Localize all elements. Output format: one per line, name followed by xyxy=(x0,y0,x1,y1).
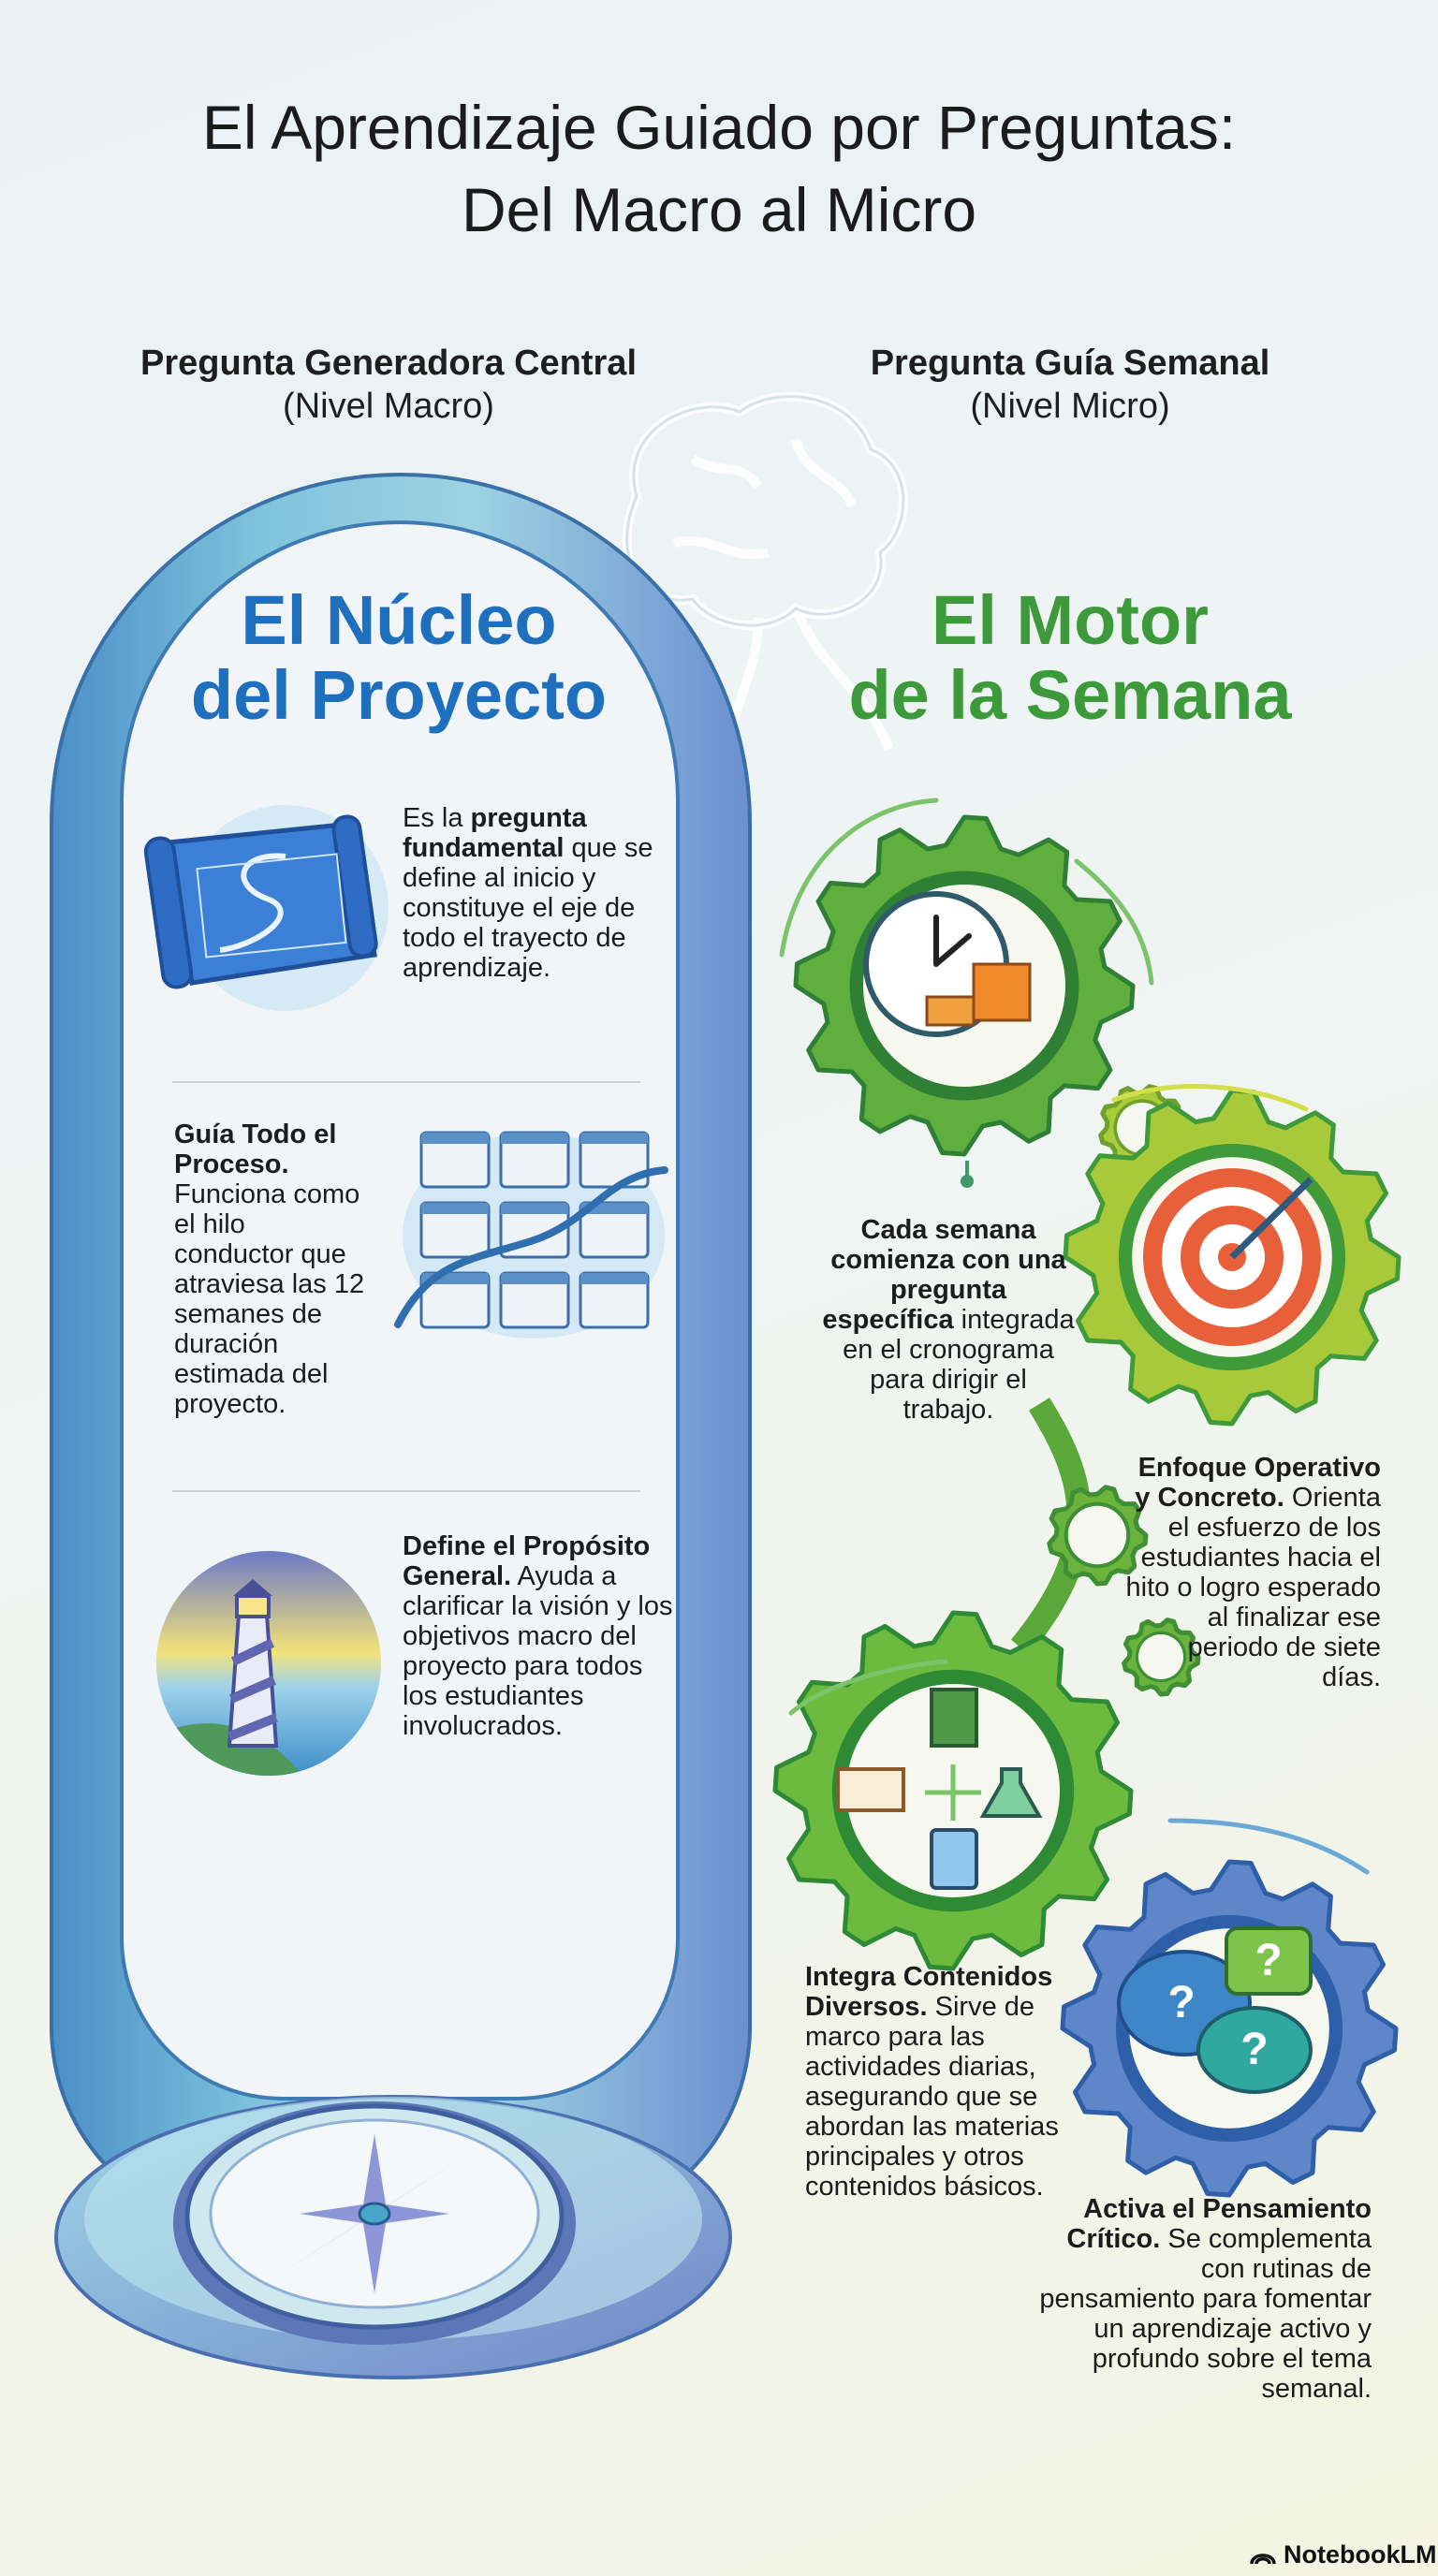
book-icon xyxy=(930,1688,978,1748)
block-icon xyxy=(925,995,976,1027)
arrow-icon xyxy=(1229,1177,1313,1260)
left-item-2-text: Guía Todo el Proceso. Funciona como el h… xyxy=(174,1120,365,1419)
right-item-2-text: Enfoque Operativo y Concreto. Orienta el… xyxy=(1125,1453,1381,1692)
flask-icon xyxy=(979,1767,1043,1818)
week-engine-title: El Motor de la Semana xyxy=(848,581,1292,734)
divider xyxy=(172,1081,640,1083)
rotation-arrow-icon xyxy=(779,798,939,958)
right-item-4-text: Activa el Pensamiento Crítico. Se comple… xyxy=(1039,2194,1372,2404)
rotation-arrow-icon xyxy=(788,1659,948,1716)
left-item-3-text: Define el Propósito General. Ayuda a cla… xyxy=(403,1531,673,1741)
divider xyxy=(172,1490,640,1492)
project-core-title: El Núcleo del Proyecto xyxy=(190,581,608,734)
rotation-arrow-icon xyxy=(1074,858,1154,986)
notebooklm-logo-icon xyxy=(1250,2553,1276,2564)
question-bubble-icon xyxy=(1225,1926,1313,1996)
gear-thinking: ??? xyxy=(1060,1859,1399,2198)
gear-target xyxy=(1063,1088,1401,1427)
thread-line xyxy=(394,1166,668,1328)
move-arrows-icon xyxy=(925,1764,981,1821)
rotation-arrow-icon xyxy=(1111,1084,1309,1112)
gear-clock xyxy=(793,814,1136,1157)
main-title: El Aprendizaje Guiado por Preguntas: Del… xyxy=(201,93,1237,244)
small-gear-icon xyxy=(1122,1617,1201,1697)
blueprint-map-icon xyxy=(143,805,389,1011)
tablet-icon xyxy=(930,1828,978,1890)
rotation-arrow-icon xyxy=(1167,1818,1370,1875)
right-item-1-text: Cada semana comienza con una pregunta es… xyxy=(822,1215,1075,1425)
lighthouse-icon xyxy=(156,1551,381,1776)
small-gear-icon xyxy=(1047,1485,1149,1587)
question-mark-icon: ? xyxy=(1255,1936,1282,1985)
question-bubble-icon xyxy=(1196,2006,1313,2094)
question-mark-icon: ? xyxy=(1240,2025,1268,2074)
calendar-grid-icon xyxy=(394,1131,668,1339)
open-book-icon xyxy=(836,1767,905,1812)
right-subheading: Pregunta Guía Semanal (Nivel Micro) xyxy=(870,344,1270,426)
left-item-1-text: Es la pregunta fundamental que se define… xyxy=(403,803,653,983)
right-item-3-text: Integra Contenidos Diversos. Sirve de ma… xyxy=(805,1962,1059,2202)
gear-contents xyxy=(772,1610,1134,1971)
compass-icon xyxy=(173,2101,576,2345)
notebooklm-brand: NotebookLM xyxy=(1250,2540,1436,2569)
left-subheading: Pregunta Generadora Central (Nivel Macro… xyxy=(139,344,638,426)
block-icon xyxy=(972,962,1032,1022)
question-mark-icon: ? xyxy=(1167,1978,1195,2027)
